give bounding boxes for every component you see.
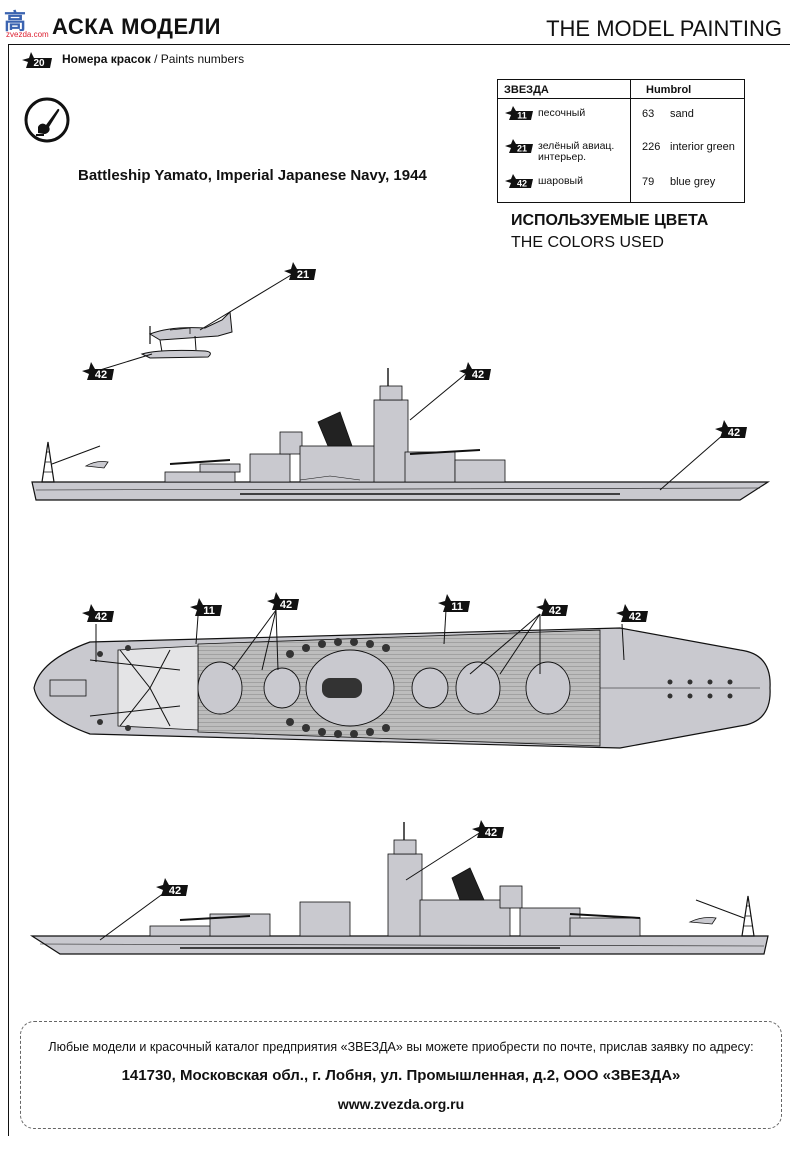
legend-ru: зелёный авиац. интерьер. — [538, 140, 615, 163]
painting-diagram: 21 42 42 42 42 11 42 11 42 42 42 42 — [29, 262, 771, 955]
callout-side2-bridge: 42 — [472, 820, 504, 839]
callout-number: 42 — [485, 827, 497, 839]
legend-en: sand — [670, 108, 694, 120]
side-view-port — [31, 368, 771, 501]
callout-plane-float: 42 — [82, 362, 114, 381]
callout-top-bow: 42 — [616, 604, 648, 623]
callout-number: 42 — [95, 611, 107, 623]
callout-number: 42 — [728, 427, 740, 439]
page-title-en: THE MODEL PAINTING — [546, 16, 782, 41]
footer-address: 141730, Московская обл., г. Лобня, ул. П… — [121, 1067, 681, 1084]
paint-brush-icon — [24, 97, 70, 143]
svg-text:11: 11 — [517, 111, 527, 121]
legend-humbrol: 63 — [642, 108, 655, 120]
top-view — [33, 627, 771, 749]
site-logo-caption: zvezda.com — [6, 30, 49, 39]
legend-ru: шаровый — [538, 175, 583, 187]
legend-humbrol: 79 — [642, 176, 655, 188]
legend-col-zvezda: ЗВЕЗДА — [504, 84, 549, 96]
legend-en: blue grey — [670, 176, 716, 188]
svg-text:42: 42 — [517, 179, 527, 189]
colors-used-en: THE COLORS USED — [511, 234, 664, 251]
callout-top-deck-aft: 11 — [190, 598, 222, 617]
paints-badge-number: 20 — [33, 58, 45, 69]
callout-number: 42 — [280, 599, 292, 611]
callout-side1-bow: 42 — [715, 420, 747, 439]
site-logo: 高 — [4, 9, 27, 34]
paints-label-sep: / — [150, 52, 161, 66]
star-badge-icon: 20 — [20, 51, 54, 69]
callout-side2-bow: 42 — [156, 878, 188, 897]
page-title-ru: АСКА МОДЕЛИ — [52, 14, 221, 39]
floatplane-drawing — [140, 310, 233, 359]
color-legend-table: ЗВЕЗДА Humbrol 11 песочный 63 sand 21 зе… — [497, 79, 745, 203]
paints-label-ru: Номера красок — [62, 52, 151, 66]
callout-number: 42 — [472, 369, 484, 381]
callout-number: 42 — [629, 611, 641, 623]
legend-row: 21 зелёный авиац. интерьер. 226 interior… — [498, 138, 744, 171]
colors-used-ru: ИСПОЛЬЗУЕМЫЕ ЦВЕТА — [511, 212, 709, 229]
left-border — [8, 44, 9, 1136]
legend-ru: песочный — [538, 107, 586, 119]
callout-top-turrets-fwd: 42 — [536, 598, 568, 617]
footer-website-link[interactable]: www.zvezda.org.ru — [337, 1096, 465, 1112]
legend-en: interior green — [670, 141, 735, 153]
legend-col-humbrol: Humbrol — [646, 84, 692, 96]
callout-number: 42 — [95, 369, 107, 381]
paints-numbers-label: Номера красок / Paints numbers — [62, 52, 244, 66]
callout-top-turrets-aft: 42 — [267, 592, 299, 611]
callout-number: 42 — [169, 885, 181, 897]
callout-number: 42 — [549, 605, 561, 617]
ship-title: Battleship Yamato, Imperial Japanese Nav… — [78, 167, 427, 184]
footer-note: Любые модели и красочный каталог предпри… — [48, 1040, 754, 1054]
callout-top-stern: 42 — [82, 604, 114, 623]
star-badge-icon: 42 — [504, 173, 534, 192]
legend-row: 42 шаровый 79 blue grey — [498, 173, 744, 206]
footer-address-box: Любые модели и красочный каталог предпри… — [20, 1021, 782, 1129]
callout-number: 11 — [451, 601, 463, 613]
paints-label-en: Paints numbers — [160, 52, 245, 66]
callout-top-deck-fwd: 11 — [438, 594, 470, 613]
star-badge-icon: 21 — [504, 138, 534, 157]
callout-number: 11 — [203, 605, 215, 617]
callout-plane-top: 21 — [284, 262, 316, 281]
svg-text:21: 21 — [517, 144, 527, 154]
legend-row: 11 песочный 63 sand — [498, 105, 744, 138]
side-view-starboard — [29, 822, 769, 955]
callout-number: 21 — [297, 269, 309, 281]
header-divider — [8, 44, 790, 45]
star-badge-icon: 11 — [504, 105, 534, 124]
callout-side1-bridge: 42 — [459, 362, 491, 381]
legend-humbrol: 226 — [642, 141, 661, 153]
